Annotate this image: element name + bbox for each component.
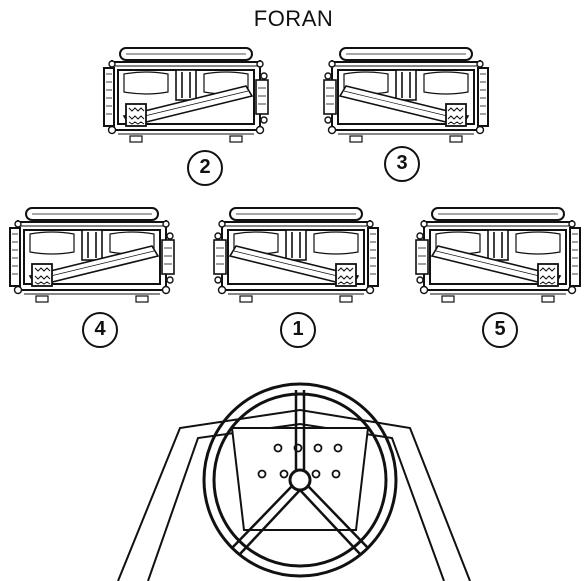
seat-module-5 [415, 207, 581, 303]
seat-module-3 [323, 47, 489, 143]
seat-module-2 [103, 47, 269, 143]
dash-holes [257, 443, 343, 479]
steering-wheel [202, 382, 398, 578]
steering-assembly [117, 382, 471, 581]
dashboard-outline [117, 408, 471, 581]
seat-module-4 [9, 207, 175, 303]
diagram-title: FORAN [253, 6, 334, 31]
position-badge-4: 4 [82, 312, 118, 348]
position-badge-5: 5 [482, 312, 518, 348]
steering-hub [288, 468, 312, 492]
position-badge-3: 3 [384, 146, 420, 182]
position-badge-1: 1 [280, 312, 316, 348]
seat-module-1 [213, 207, 379, 303]
position-badge-2: 2 [187, 150, 223, 186]
